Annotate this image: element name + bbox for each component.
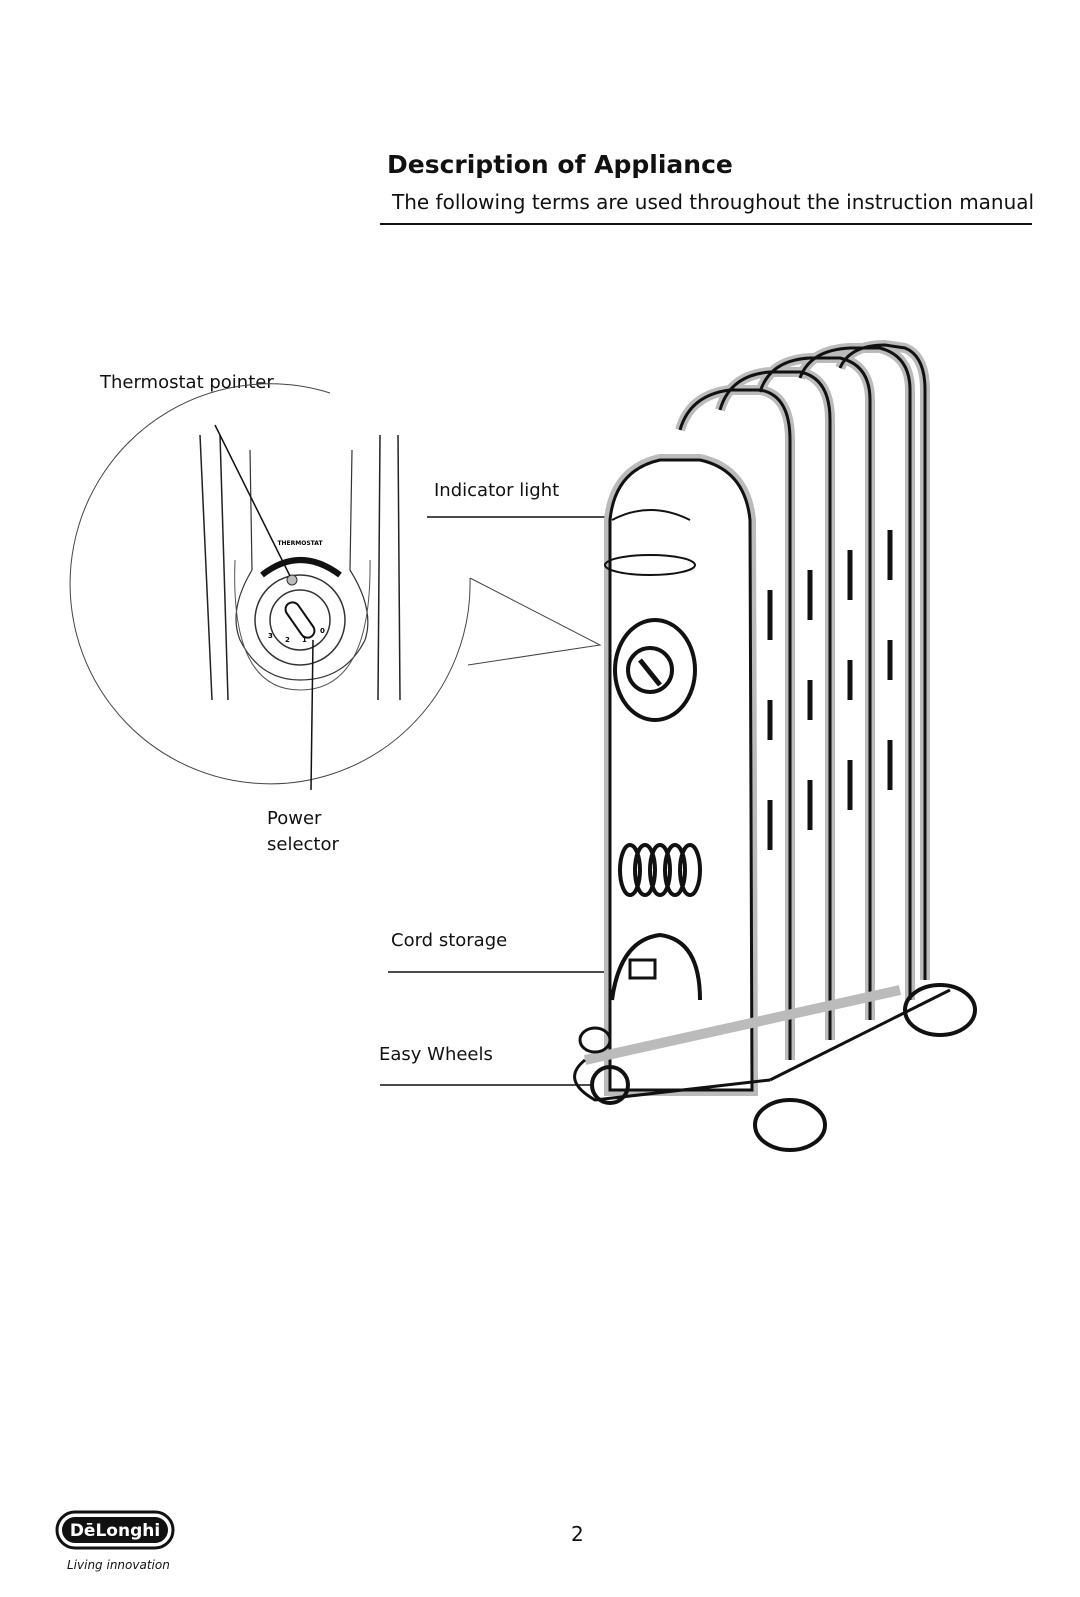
thermostat-detail-magnifier <box>69 383 602 791</box>
dial-mark-3: 3 <box>268 632 273 640</box>
label-power-selector: Power selector <box>267 806 339 858</box>
label-power-selector-line1: Power <box>267 808 322 829</box>
svg-text:DēLonghi: DēLonghi <box>70 1521 160 1541</box>
label-power-selector-line2: selector <box>267 834 339 855</box>
label-cord-storage: Cord storage <box>391 930 508 951</box>
page-title: Description of Appliance <box>387 150 733 179</box>
dial-mark-0: 0 <box>320 627 325 635</box>
label-indicator-light: Indicator light <box>434 480 560 501</box>
radiator-body <box>573 339 977 1152</box>
dial-thermostat-text: THERMOSTAT <box>277 540 323 547</box>
header-rule <box>380 223 1032 225</box>
delonghi-logo: DēLonghi <box>55 1510 175 1550</box>
page-subtitle: The following terms are used throughout … <box>392 190 1035 214</box>
dial-mark-2: 2 <box>285 636 290 644</box>
label-easy-wheels: Easy Wheels <box>379 1044 493 1065</box>
dial-mark-1: 1 <box>302 636 307 644</box>
brand-tagline: Living innovation <box>67 1558 170 1572</box>
page-number: 2 <box>571 1522 584 1546</box>
